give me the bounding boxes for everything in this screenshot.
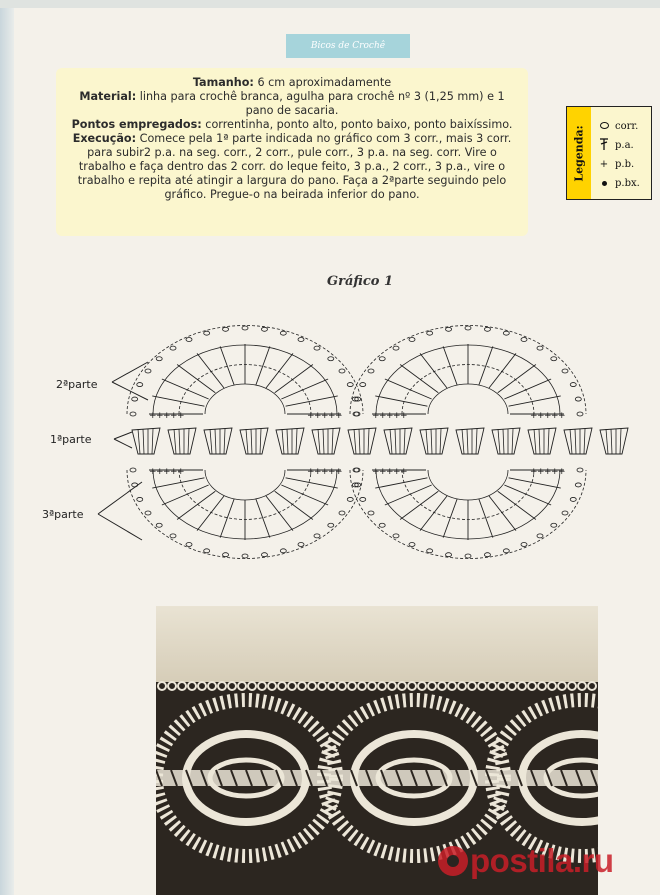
single-crochet-icon: + [599, 159, 609, 170]
legend-item-double-crochet: p.a. [597, 136, 640, 155]
page-edge-shadow [0, 0, 14, 895]
svg-text:+: + [379, 467, 387, 477]
lace-photo-image [156, 606, 598, 895]
svg-text:+: + [163, 411, 171, 421]
svg-text:+: + [537, 411, 545, 421]
legend-item-single-crochet: + p.b. [597, 155, 640, 174]
svg-text:+: + [149, 467, 157, 477]
svg-text:+: + [321, 411, 329, 421]
svg-text:+: + [149, 411, 157, 421]
label-pointers [97, 361, 149, 541]
chart-title: Gráfico 1 [327, 274, 393, 289]
svg-text:+: + [544, 411, 552, 421]
svg-text:+: + [400, 411, 408, 421]
legend-item-chain: corr. [597, 117, 640, 136]
svg-text:+: + [328, 411, 336, 421]
legend-label: p.a. [615, 140, 634, 151]
svg-text:+: + [307, 467, 315, 477]
svg-text:+: + [314, 411, 322, 421]
section-title: Bicos de Crochê [310, 41, 386, 51]
svg-text:+: + [537, 467, 545, 477]
slip-stitch-icon [597, 178, 611, 189]
material-line: Material: linha para crochê branca, agul… [79, 90, 505, 117]
svg-text:+: + [400, 467, 408, 477]
chain-oval-icon [597, 121, 611, 132]
svg-text:+: + [372, 467, 380, 477]
svg-text:+: + [170, 467, 178, 477]
legend-title: Legenda: [572, 124, 586, 182]
svg-text:+: + [530, 411, 538, 421]
svg-text:+: + [558, 467, 566, 477]
legend-list: corr. p.a. + p.b. p.bx. [597, 117, 640, 193]
section-header: Bicos de Crochê [286, 34, 410, 58]
lace-photo [156, 606, 598, 895]
size-line: Tamanho: 6 cm aproximadamente [192, 76, 392, 89]
lace-pattern [156, 681, 598, 863]
svg-text:+: + [530, 467, 538, 477]
svg-text:+: + [170, 411, 178, 421]
svg-text:+: + [393, 411, 401, 421]
legend-label: corr. [615, 121, 639, 132]
instructions-box: Tamanho: 6 cm aproximadamente Material: … [56, 68, 528, 236]
execution-line: Execução: Comece pela 1ª parte indicada … [72, 132, 512, 201]
svg-text:+: + [328, 467, 336, 477]
watermark-icon [438, 846, 468, 876]
svg-text:+: + [307, 411, 315, 421]
legend-label: p.b. [615, 159, 635, 170]
svg-text:+: + [163, 467, 171, 477]
crochet-diagram: ++++++++++++++++++++++++++++++++++++++++… [42, 325, 629, 559]
stitches-line: Pontos empregados: correntinha, ponto al… [71, 118, 513, 131]
svg-text:+: + [335, 467, 343, 477]
svg-text:+: + [372, 411, 380, 421]
svg-text:+: + [551, 467, 559, 477]
svg-text:+: + [156, 411, 164, 421]
diagram-strokes: ++++++++++++++++++++++++++++++++++++++++ [126, 325, 629, 559]
svg-text:+: + [393, 467, 401, 477]
svg-text:+: + [386, 467, 394, 477]
svg-text:+: + [156, 467, 164, 477]
svg-text:+: + [335, 411, 343, 421]
label-part1: 1ªparte [50, 433, 92, 446]
svg-text:+: + [379, 411, 387, 421]
svg-text:+: + [314, 467, 322, 477]
svg-text:+: + [177, 411, 185, 421]
svg-text:+: + [321, 467, 329, 477]
label-part3: 3ªparte [42, 508, 84, 521]
svg-text:+: + [558, 411, 566, 421]
legend-item-slip-stitch: p.bx. [597, 174, 640, 193]
double-crochet-icon [597, 138, 611, 153]
svg-text:+: + [544, 467, 552, 477]
svg-text:+: + [177, 467, 185, 477]
svg-text:+: + [551, 411, 559, 421]
svg-text:+: + [386, 411, 394, 421]
legend-tab: Legenda: [567, 107, 591, 199]
stitch-legend: Legenda: corr. p.a. + p.b. p.bx. [566, 106, 652, 200]
legend-label: p.bx. [615, 178, 640, 189]
page-top-edge [0, 0, 660, 8]
label-part2: 2ªparte [56, 378, 98, 391]
watermark-logo: postila.ru [438, 842, 614, 880]
